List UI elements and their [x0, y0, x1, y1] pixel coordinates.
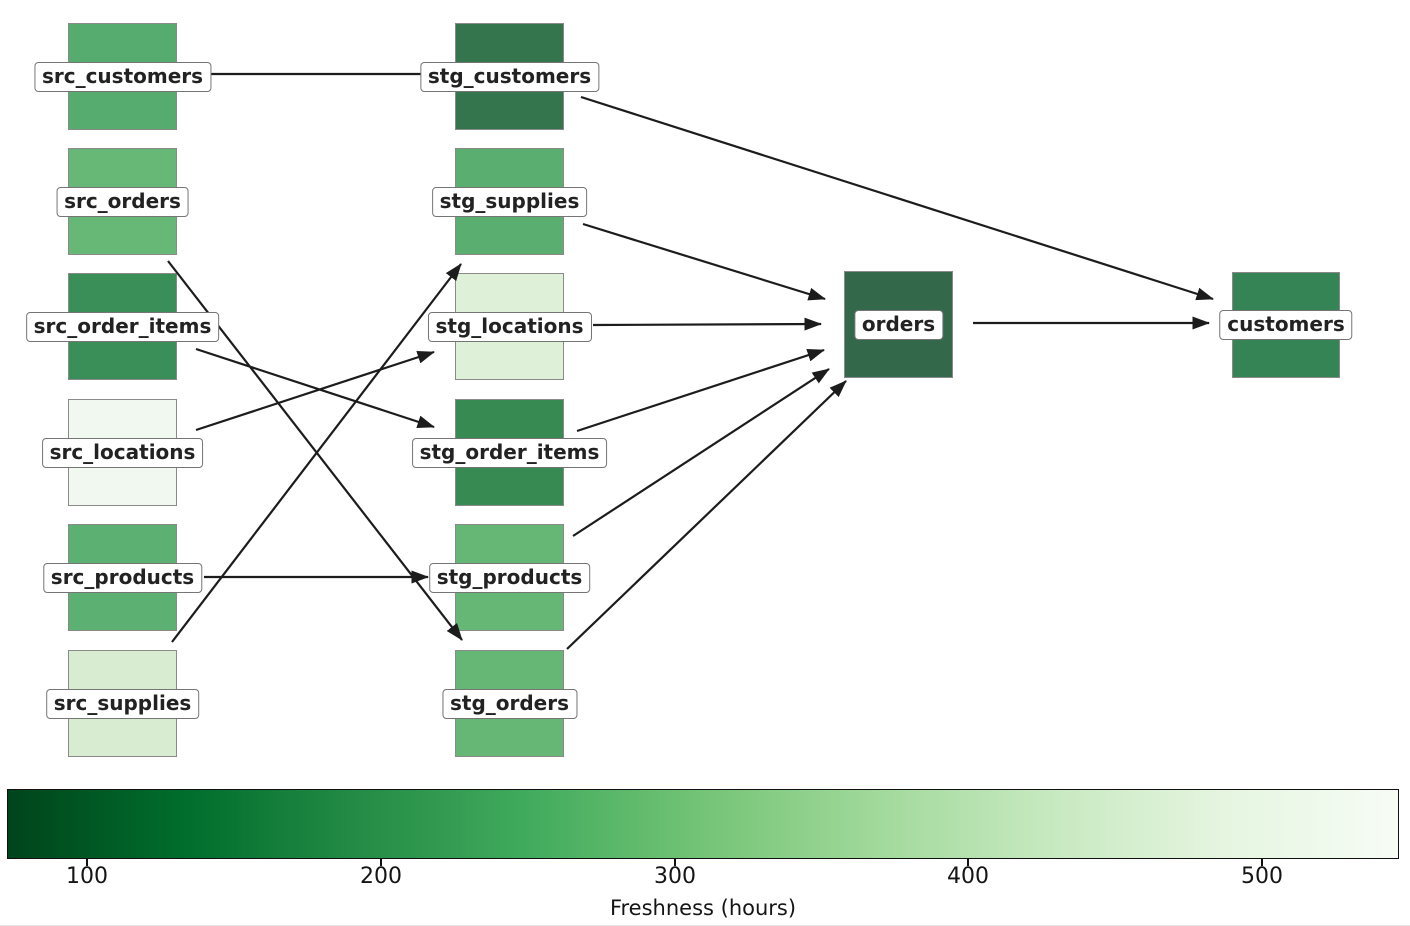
edge-stg_locations-to-orders	[592, 317, 822, 331]
node-stg-order-items: stg_order_items	[411, 399, 608, 506]
colorbar-tick-label-300: 300	[654, 864, 696, 889]
node-src-orders: src_orders	[56, 148, 189, 255]
node-customers: customers	[1219, 272, 1353, 378]
colorbar-gradient	[7, 789, 1399, 859]
node-label-src-locations: src_locations	[41, 437, 204, 468]
colorbar-tickmark-100	[86, 859, 88, 866]
node-label-stg-customers: stg_customers	[419, 61, 600, 92]
node-label-src-order-items: src_order_items	[25, 311, 220, 342]
colorbar-tick-label-100: 100	[66, 864, 108, 889]
node-label-stg-locations: stg_locations	[427, 311, 592, 342]
node-label-stg-order-items: stg_order_items	[411, 437, 608, 468]
colorbar-axis-label: Freshness (hours)	[609, 896, 797, 920]
edge-stg_orders-to-orders	[566, 380, 847, 650]
node-src-supplies: src_supplies	[45, 650, 200, 757]
colorbar-tickmark-300	[674, 859, 676, 866]
colorbar-tickmark-200	[380, 859, 382, 866]
colorbar-tick-label-400: 400	[947, 864, 989, 889]
node-label-src-products: src_products	[42, 562, 203, 593]
node-stg-customers: stg_customers	[419, 23, 600, 130]
edge-src_locations-to-stg_locations	[195, 350, 435, 432]
node-label-orders: orders	[853, 309, 944, 340]
node-src-locations: src_locations	[41, 399, 204, 506]
edge-stg_customers-to-customers	[580, 95, 1214, 301]
node-label-src-orders: src_orders	[56, 186, 189, 217]
node-label-stg-supplies: stg_supplies	[431, 186, 588, 217]
node-src-order-items: src_order_items	[25, 273, 220, 380]
colorbar-tickmark-500	[1261, 859, 1263, 866]
colorbar-tick-label-200: 200	[360, 864, 402, 889]
edge-src_order_items-to-stg_order_items	[195, 347, 435, 429]
node-stg-products: stg_products	[428, 524, 591, 631]
node-src-products: src_products	[42, 524, 203, 631]
node-stg-orders: stg_orders	[441, 650, 578, 757]
node-orders: orders	[844, 271, 953, 378]
node-src-customers: src_customers	[33, 23, 212, 130]
node-stg-supplies: stg_supplies	[431, 148, 588, 255]
node-label-src-supplies: src_supplies	[45, 688, 200, 719]
node-label-customers: customers	[1219, 310, 1353, 340]
edge-stg_supplies-to-orders	[582, 222, 826, 301]
node-label-stg-orders: stg_orders	[441, 688, 578, 719]
colorbar-tick-label-500: 500	[1241, 864, 1283, 889]
edge-src_supplies-to-stg_supplies	[171, 263, 462, 643]
colorbar-tickmark-400	[967, 859, 969, 866]
node-stg-locations: stg_locations	[427, 273, 592, 380]
node-label-stg-products: stg_products	[428, 562, 591, 593]
node-label-src-customers: src_customers	[33, 61, 212, 92]
edge-stg_products-to-orders	[572, 368, 830, 537]
edge-stg_order_items-to-orders	[576, 348, 825, 433]
